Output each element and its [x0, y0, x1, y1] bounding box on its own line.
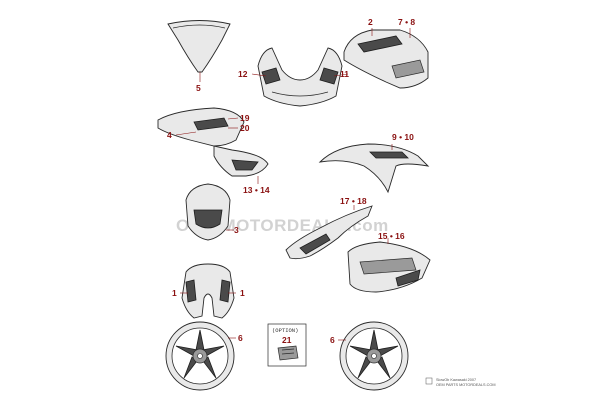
inner-fairing-part: [180, 263, 236, 319]
callout-11: 11: [340, 69, 349, 79]
callout-17-18: 17 • 18: [340, 196, 367, 206]
option-box: (OPTION): [267, 323, 307, 367]
callout-4: 4: [167, 130, 172, 140]
callout-19: 19: [240, 113, 250, 123]
footer-line-1: SlowOb Kawasaki 2007: [436, 378, 476, 382]
callout-15-16: 15 • 16: [378, 231, 405, 241]
callout-5: 5: [196, 83, 201, 93]
callout-21: 21: [282, 335, 292, 345]
callout-1-left: 1: [172, 288, 177, 298]
footer-stamp: SlowOb Kawasaki 2007 OEM PARTS MOTORDEAL…: [425, 377, 496, 387]
callout-9-10: 9 • 10: [392, 132, 414, 142]
callout-12: 12: [238, 69, 248, 79]
lower-fairing-part: [347, 238, 431, 293]
callout-13-14: 13 • 14: [243, 185, 270, 195]
fuel-tank-cover-part: [343, 28, 429, 89]
side-cover-part: [157, 107, 269, 184]
callout-6-rear: 6: [330, 335, 335, 345]
option-label: (OPTION): [272, 327, 298, 334]
rear-wheel-part: [338, 321, 409, 391]
upper-cowling-part: [251, 47, 349, 107]
callout-3: 3: [234, 225, 239, 235]
callout-1-right: 1: [240, 288, 245, 298]
front-wheel-part: [165, 321, 236, 391]
callout-7-8: 7 • 8: [398, 17, 415, 27]
callout-2: 2: [368, 17, 373, 27]
headlight-cover-part: [185, 183, 234, 241]
callout-20: 20: [240, 123, 250, 133]
under-cowl-part: [285, 205, 373, 260]
footer-line-2: OEM PARTS MOTORDEALS.COM: [436, 383, 496, 387]
windscreen-part: [167, 20, 231, 82]
callout-6-front: 6: [238, 333, 243, 343]
front-fender-part: [318, 143, 430, 194]
